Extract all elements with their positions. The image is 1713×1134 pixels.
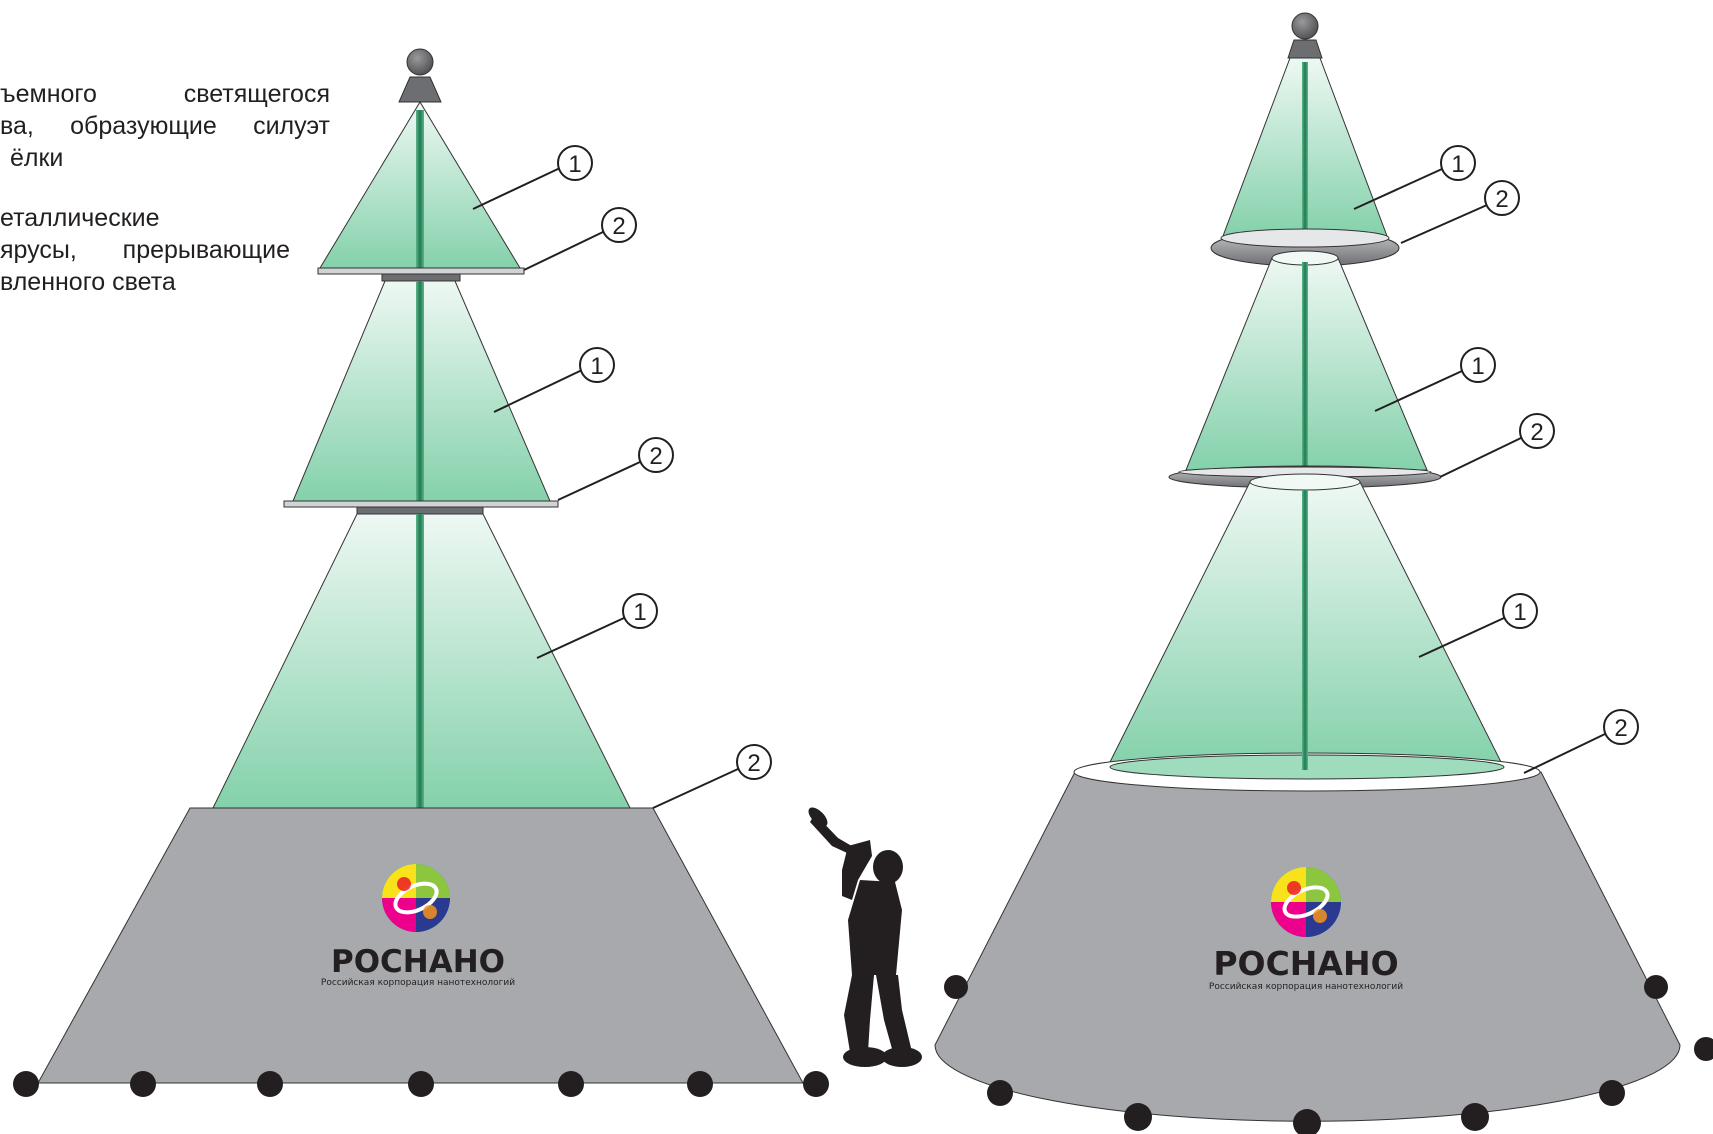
callout-label-2: 2	[1614, 715, 1627, 742]
callout-circle	[557, 145, 593, 181]
ground-light	[1694, 1037, 1713, 1061]
callout-circle	[1603, 709, 1639, 745]
logo-tagline: Российская корпорация нанотехнологий	[321, 978, 515, 988]
callout-circle	[736, 744, 772, 780]
metal-tier	[283, 500, 559, 508]
ground-light	[687, 1071, 713, 1097]
callout-circle	[1484, 180, 1520, 216]
left-tree: РОСНАНО Российская корпорация нанотехнол…	[13, 48, 829, 1097]
ground-light	[130, 1071, 156, 1097]
tier-connector	[381, 273, 461, 282]
logo-tagline: Российская корпорация нанотехнологий	[1209, 982, 1403, 992]
callout-label-2: 2	[612, 213, 625, 240]
callout-circle	[1519, 413, 1555, 449]
legend-line: ёлки	[10, 144, 64, 172]
ground-lights	[13, 1071, 829, 1097]
pole	[416, 281, 424, 501]
ground-light	[1293, 1109, 1321, 1134]
pole	[1302, 62, 1308, 236]
ground-light	[987, 1080, 1013, 1106]
rosnano-logo: РОСНАНО Российская корпорация нанотехнол…	[1209, 867, 1403, 992]
ground-lights	[944, 975, 1713, 1134]
finial-cap	[398, 76, 442, 103]
callout-circle	[638, 437, 674, 473]
pole	[416, 514, 424, 808]
ground-light	[1599, 1080, 1625, 1106]
ground-light	[944, 975, 968, 999]
logo-brand: РОСНАНО	[1213, 944, 1398, 983]
callout-circle	[1460, 347, 1496, 383]
callouts-left	[472, 145, 772, 809]
legend-line: ва, образующие силуэт	[0, 112, 330, 140]
callout-label-2: 2	[1495, 186, 1508, 213]
ground-light	[257, 1071, 283, 1097]
legend-line: ярусы, прерывающие	[0, 236, 290, 264]
legend-line: ъемного светящегося	[0, 80, 330, 108]
callout-label-2: 2	[747, 750, 760, 777]
callout-label-2: 2	[1530, 419, 1543, 446]
tier-connector	[356, 506, 484, 515]
ground-light	[13, 1071, 39, 1097]
rosnano-logo: РОСНАНО Российская корпорация нанотехнол…	[321, 864, 515, 988]
callout-circle	[601, 207, 637, 243]
legend-text: ъемного светящегося ва, образующие силуэ…	[0, 78, 330, 298]
trumpet-player-silhouette	[808, 807, 922, 1067]
callout-circle	[1502, 593, 1538, 629]
callout-label-1: 1	[590, 353, 603, 380]
pole	[1302, 262, 1308, 470]
callout-label-1: 1	[1451, 151, 1464, 178]
callout-label-1: 1	[1471, 353, 1484, 380]
logo-brand: РОСНАНО	[331, 944, 505, 980]
ground-light	[1124, 1103, 1152, 1131]
ground-light	[1461, 1103, 1489, 1131]
callout-label-2: 2	[649, 443, 662, 470]
ground-light	[803, 1071, 829, 1097]
callout-circle	[622, 593, 658, 629]
callout-label-1: 1	[1513, 599, 1526, 626]
metal-tier	[317, 267, 525, 275]
base-trapezoid	[37, 807, 804, 1084]
ground-light	[408, 1071, 434, 1097]
callout-label-1: 1	[568, 151, 581, 178]
finial-ball	[1291, 12, 1319, 40]
finial-ball	[406, 48, 434, 76]
ground-light	[1644, 975, 1668, 999]
legend-line: еталлические	[0, 204, 160, 232]
callout-label-1: 1	[633, 599, 646, 626]
legend-line: вленного света	[0, 268, 176, 296]
ground-light	[558, 1071, 584, 1097]
callout-circle	[1440, 145, 1476, 181]
pole	[416, 110, 424, 268]
finial-cap	[1287, 39, 1323, 59]
right-tree: РОСНАНО Российская корпорация нанотехнол…	[934, 12, 1713, 1134]
callouts-right	[1353, 145, 1639, 774]
callout-circle	[579, 347, 615, 383]
